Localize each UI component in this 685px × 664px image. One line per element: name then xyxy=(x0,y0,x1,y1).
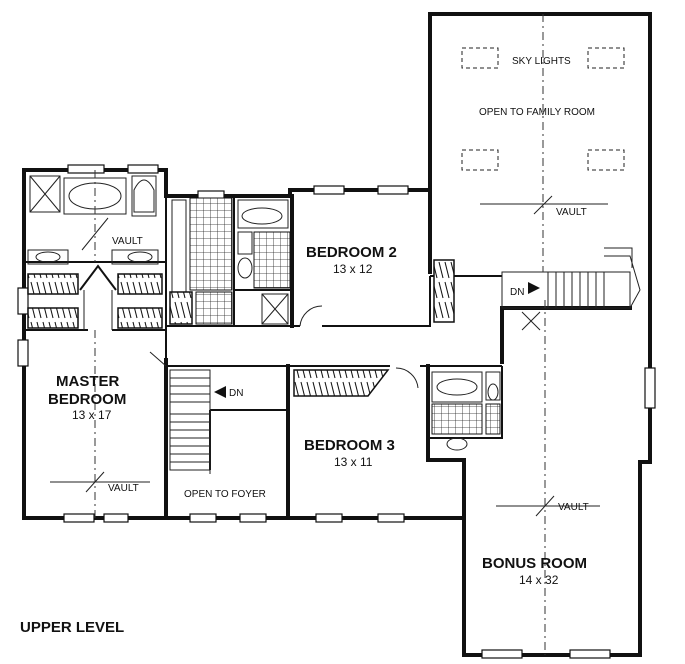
vault-markers xyxy=(50,300,600,655)
bonus-stairs xyxy=(501,247,641,331)
bedroom3-closet-bath xyxy=(293,367,501,451)
bedroom2-size: 13 x 12 xyxy=(333,262,373,276)
master-vault-label: VAULT xyxy=(108,483,139,494)
windows xyxy=(17,164,656,659)
bedroom2-name: BEDROOM 2 xyxy=(306,244,397,261)
main-stairs-dn: DN xyxy=(229,388,243,399)
master-name-line1: MASTER xyxy=(56,373,120,390)
bedroom2-closet xyxy=(299,259,455,327)
bonus-vault-label: VAULT xyxy=(558,502,589,513)
family-vault-label: VAULT xyxy=(556,207,587,218)
main-stairs xyxy=(149,351,226,474)
bedroom3-size: 13 x 11 xyxy=(334,455,373,469)
bonus-room-size: 14 x 32 xyxy=(519,573,559,587)
skylights-label: SKY LIGHTS xyxy=(512,56,571,67)
master-size: 13 x 17 xyxy=(72,408,112,422)
hall-bath xyxy=(169,197,291,325)
open-family-label: OPEN TO FAMILY ROOM xyxy=(479,107,595,118)
bonus-room-name: BONUS ROOM xyxy=(482,555,587,572)
open-foyer-label: OPEN TO FOYER xyxy=(184,489,266,500)
bedroom3-name: BEDROOM 3 xyxy=(304,437,395,454)
master-name-line2: BEDROOM xyxy=(48,391,126,408)
master-closets xyxy=(27,264,163,330)
plan-title: UPPER LEVEL xyxy=(20,619,124,636)
open-family-area xyxy=(461,14,625,272)
bonus-stairs-dn: DN xyxy=(510,287,524,298)
master-bath-fixtures xyxy=(27,170,159,265)
master-bath-vault-label: VAULT xyxy=(112,236,143,247)
